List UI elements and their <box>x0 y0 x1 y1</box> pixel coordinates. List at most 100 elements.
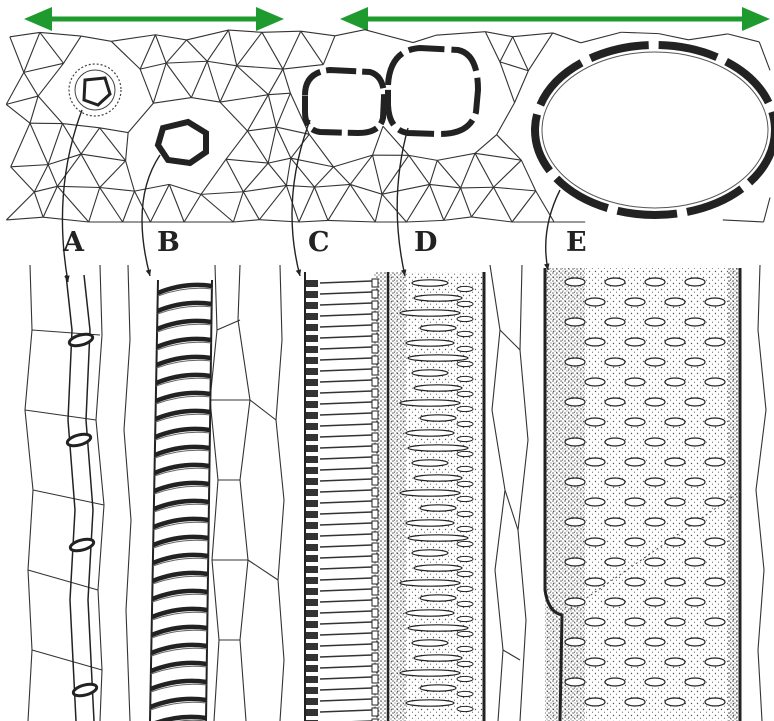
elongated-pit <box>420 505 456 511</box>
cell-wall <box>64 36 82 63</box>
cell-wall <box>259 185 286 219</box>
small-pit <box>457 526 473 531</box>
elongated-pit <box>406 700 454 706</box>
cell-wall <box>475 135 497 154</box>
cell-wall <box>301 31 335 36</box>
bordered-pit <box>605 518 625 526</box>
scalariform-bar <box>306 522 318 529</box>
elongated-pit <box>400 580 460 586</box>
scalariform-bead <box>372 400 378 408</box>
scalariform-bar <box>306 434 318 441</box>
cell-wall <box>24 72 38 96</box>
cell-wall <box>382 155 409 194</box>
bordered-pit <box>665 498 685 506</box>
elongated-pit <box>420 685 456 691</box>
cell-wall <box>40 32 64 63</box>
elongated-pit <box>406 430 454 436</box>
cell-wall <box>409 155 430 184</box>
cell-wall <box>111 35 155 42</box>
cell-wall <box>123 191 135 222</box>
cell-wall <box>11 167 35 192</box>
cell-wall <box>759 42 770 70</box>
scalariform-bar <box>306 676 318 683</box>
cell-wall <box>301 31 324 64</box>
cell-wall <box>6 72 24 104</box>
cell-wall <box>268 158 291 163</box>
scalariform-bead <box>372 323 378 331</box>
cell-wall <box>191 61 207 97</box>
longitudinal-vessel-d <box>388 272 484 721</box>
cell-wall <box>723 220 764 222</box>
cell-wall <box>81 36 111 41</box>
bordered-pit <box>565 278 585 286</box>
cell-wall <box>166 63 191 97</box>
scalariform-bead <box>372 554 378 562</box>
cell-wall <box>34 186 57 192</box>
cell-wall <box>299 187 315 222</box>
scalariform-bead <box>372 433 378 441</box>
elongated-pit <box>412 370 448 376</box>
bordered-pit <box>605 278 625 286</box>
bordered-pit <box>665 298 685 306</box>
cell-wall <box>513 33 553 37</box>
small-pit <box>457 346 473 351</box>
cell-wall <box>475 153 493 187</box>
cell-wall <box>48 124 62 165</box>
bordered-pit <box>685 358 705 366</box>
bordered-pit <box>585 298 605 306</box>
scalariform-bar <box>306 566 318 573</box>
bordered-pit <box>605 438 625 446</box>
cell-wall <box>335 30 365 36</box>
cell-wall <box>406 220 443 222</box>
bordered-pit <box>685 678 705 686</box>
bordered-pit <box>685 398 705 406</box>
small-pit <box>457 556 473 561</box>
cell-wall <box>220 102 247 131</box>
small-pit <box>457 466 473 471</box>
scalariform-bar <box>306 280 318 287</box>
bordered-pit <box>625 618 645 626</box>
small-pit <box>457 391 473 396</box>
cell-wall <box>437 160 460 188</box>
cell-wall <box>191 98 220 103</box>
cell-wall <box>475 153 521 160</box>
scalariform-bead <box>372 356 378 364</box>
small-pit <box>457 511 473 516</box>
bordered-pit <box>585 418 605 426</box>
elongated-pit <box>406 520 454 526</box>
bordered-pit <box>625 298 645 306</box>
cell-wall <box>688 34 727 40</box>
cell-wall <box>34 165 48 192</box>
cell-wall <box>243 163 268 192</box>
elongated-pit <box>412 460 448 466</box>
cell-wall <box>283 69 290 93</box>
bordered-pit <box>705 578 725 586</box>
small-pit <box>457 376 473 381</box>
label-c: C <box>308 227 330 258</box>
small-pit <box>457 541 473 546</box>
bordered-pit <box>625 418 645 426</box>
cell-wall <box>81 128 100 154</box>
bordered-pit <box>605 478 625 486</box>
bordered-pit <box>705 418 725 426</box>
cell-wall <box>268 127 276 163</box>
cell-wall <box>48 154 81 165</box>
scalariform-bead <box>372 675 378 683</box>
scalariform-bead <box>372 598 378 606</box>
bordered-pit <box>705 538 725 546</box>
bordered-pit <box>625 658 645 666</box>
scalariform-bar <box>306 665 318 672</box>
scalariform-bead <box>372 334 378 342</box>
scalariform-bar <box>306 533 318 540</box>
scalariform-bead <box>372 631 378 639</box>
cell-wall <box>128 103 153 132</box>
scalariform-bead <box>372 444 378 452</box>
cell-wall <box>153 98 191 104</box>
cell-wall <box>382 184 430 194</box>
bordered-pit <box>665 338 685 346</box>
cell-wall <box>126 133 129 161</box>
cell-wall <box>268 95 276 127</box>
cell-wall <box>100 128 128 133</box>
scalariform-bead <box>372 389 378 397</box>
bordered-pit <box>625 458 645 466</box>
